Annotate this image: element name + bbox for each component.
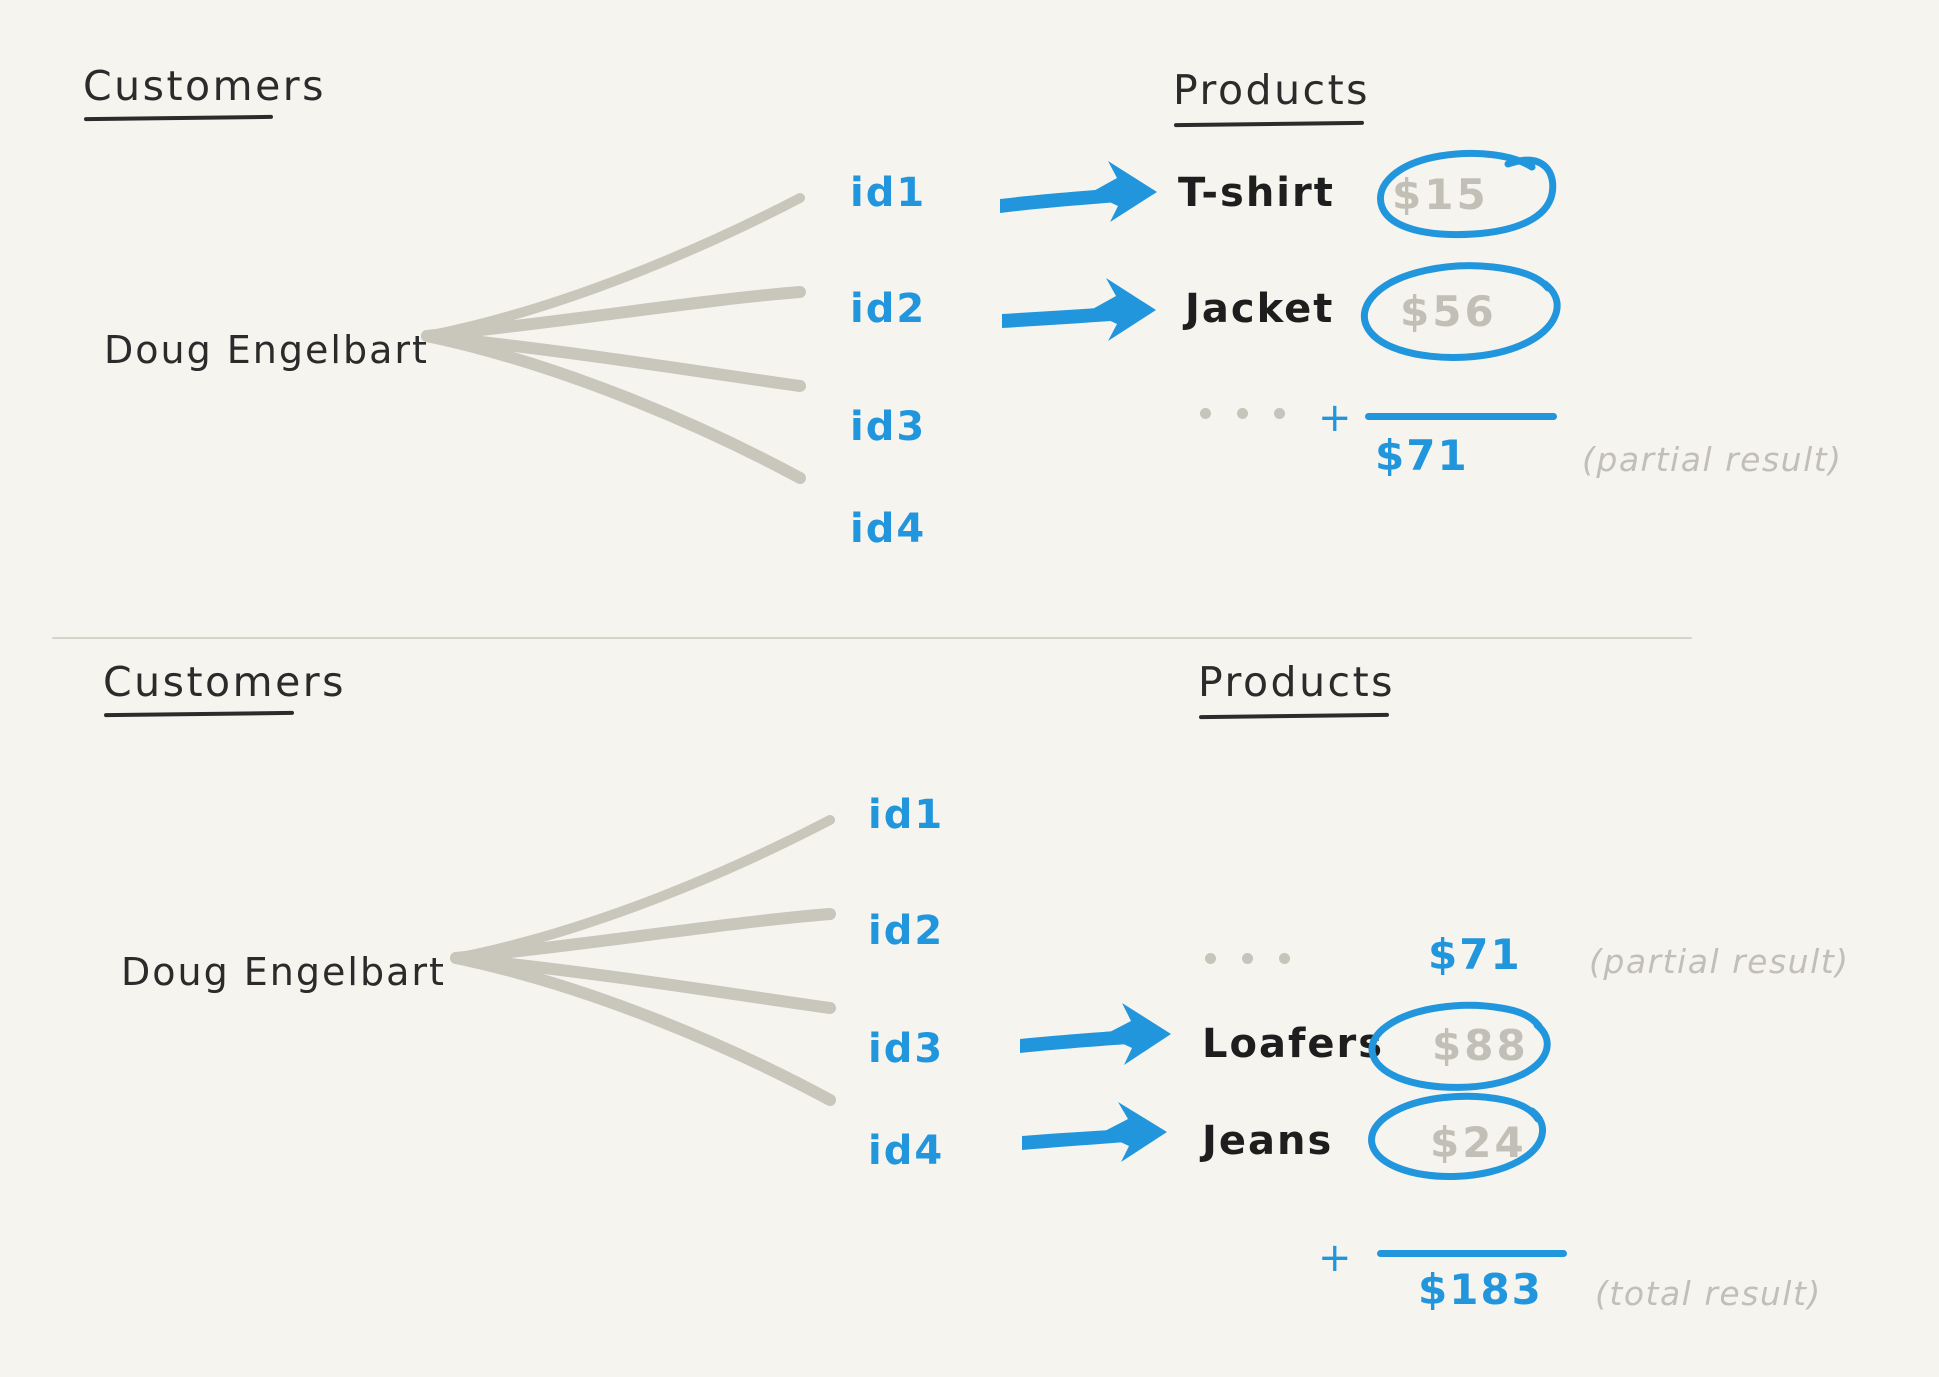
id-label-bottom-1[interactable]: id1 [868,792,945,838]
sum-rule-bottom [1377,1250,1567,1257]
id-label-bottom-3[interactable]: id3 [868,1026,945,1072]
sum-value-top: $71 [1375,431,1469,480]
arrow-icon-bottom-4 [1022,1102,1167,1162]
carry-value-bottom: $71 [1428,930,1522,979]
id-label-top-1[interactable]: id1 [850,170,927,216]
sum-annotation-top: (partial result) [1582,440,1843,479]
customer-name-bottom: Doug Engelbart [121,950,446,994]
id-label-bottom-2[interactable]: id2 [868,908,945,954]
plus-sign-bottom: + [1318,1235,1354,1281]
id-label-bottom-4[interactable]: id4 [868,1128,945,1174]
products-heading-bottom: Products [1198,658,1396,706]
price-circles-bottom [1368,1001,1551,1180]
panel-top: Customers Products Doug Engelbart id1 id… [0,0,1939,638]
customers-heading-underline-top [83,114,274,122]
arrow-icon-top-1 [1000,161,1157,222]
panel-bottom: Customers Products Doug Engelbart id1 id… [0,640,1939,1377]
price-top-1: $15 [1392,170,1489,219]
products-heading-top: Products [1173,66,1371,114]
id-label-top-3[interactable]: id3 [850,404,927,450]
carry-annotation-bottom: (partial result) [1589,942,1850,981]
sum-annotation-bottom: (total result) [1595,1274,1822,1313]
products-heading-underline-top [1173,120,1365,128]
arrow-icon-bottom-3 [1020,1003,1171,1065]
arrows-bottom [1020,1003,1171,1162]
customers-heading-underline-bottom [103,710,295,718]
price-top-2: $56 [1400,287,1497,336]
customer-name-top: Doug Engelbart [104,328,429,372]
price-bottom-2: $24 [1430,1118,1527,1167]
product-name-bottom-1: Loafers [1202,1021,1385,1067]
product-name-top-2: Jacket [1185,286,1335,332]
sum-rule-top [1365,413,1557,420]
product-name-top-1: T-shirt [1178,170,1335,216]
ellipsis-top [1200,408,1285,419]
customers-heading-top: Customers [83,62,327,110]
sum-value-bottom: $183 [1418,1265,1543,1314]
products-heading-underline-bottom [1198,712,1390,720]
panel-divider [52,637,1692,639]
id-label-top-4[interactable]: id4 [850,506,927,552]
plus-sign-top: + [1318,395,1354,441]
id-label-top-2[interactable]: id2 [850,286,927,332]
ellipsis-bottom [1205,953,1290,964]
arrow-icon-top-2 [1002,278,1156,341]
price-bottom-1: $88 [1432,1021,1529,1070]
product-name-bottom-2: Jeans [1202,1118,1334,1164]
customers-heading-bottom: Customers [103,658,347,706]
fan-lines-bottom [450,815,836,1106]
